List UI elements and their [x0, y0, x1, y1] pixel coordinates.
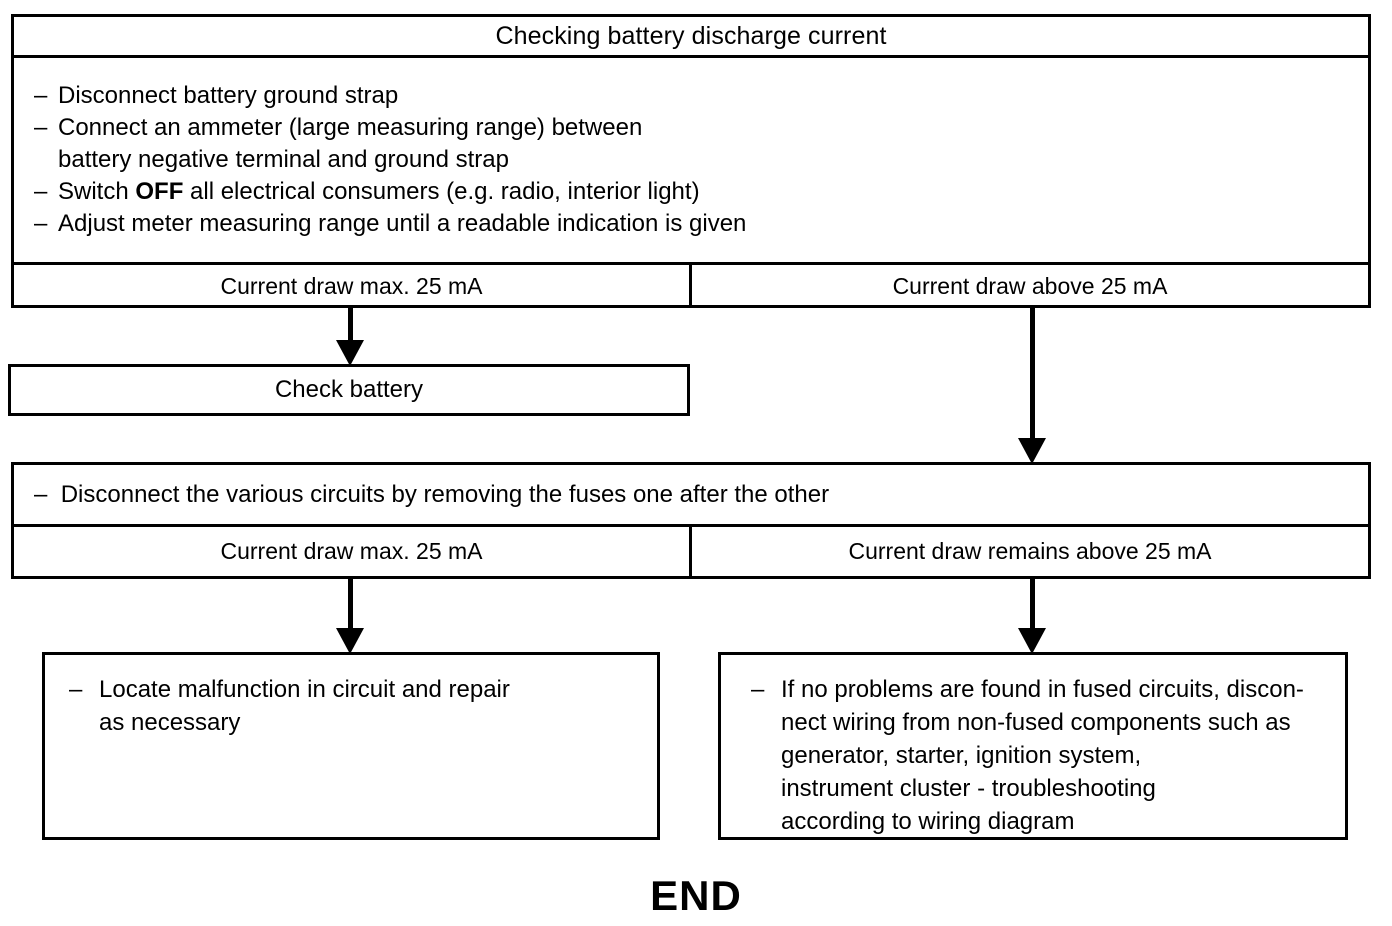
dash-bullet-icon: – — [34, 178, 48, 205]
result-right-box: – If no problems are found in fused circ… — [718, 652, 1348, 840]
diagram-title-row: Checking battery discharge current — [14, 17, 1368, 58]
result-left-body: – Locate malfunction in circuit and repa… — [69, 673, 657, 739]
fuse-instruction-text: – Disconnect the various circuits by rem… — [34, 481, 829, 509]
arrow-head — [336, 628, 364, 654]
check-battery-label: Check battery — [274, 376, 424, 403]
outcome-label: Current draw max. 25 mA — [220, 273, 483, 299]
list-item: – Adjust meter measuring range until a r… — [34, 208, 1368, 240]
instruction-body: Disconnect the various circuits by remov… — [60, 480, 830, 508]
dash-bullet-icon: – — [34, 114, 48, 141]
page-title: Checking battery discharge current — [495, 21, 887, 50]
list-item-continuation: battery negative terminal and ground str… — [34, 144, 1368, 176]
arrow-down-icon-to-fuse-block — [1018, 306, 1046, 464]
outcome-current-draw-max: Current draw max. 25 mA — [14, 265, 692, 308]
step-text: Connect an ammeter (large measuring rang… — [58, 114, 643, 141]
outcome-label: Current draw remains above 25 mA — [848, 538, 1212, 564]
outcome-fuse-current-max: Current draw max. 25 mA — [14, 527, 692, 576]
top-steps-list: – Disconnect battery ground strap – Conn… — [34, 80, 1368, 240]
end-text: END — [650, 872, 742, 919]
arrow-head — [336, 340, 364, 366]
result-line: as necessary — [99, 709, 241, 736]
list-item: – Disconnect battery ground strap — [34, 80, 1368, 112]
dash-bullet-icon: – — [69, 676, 83, 703]
result-line: according to wiring diagram — [781, 808, 1075, 835]
result-line: Locate malfunction in circuit and repair — [99, 676, 510, 703]
top-procedure-block: Checking battery discharge current – Dis… — [11, 14, 1371, 308]
step-text: Adjust meter measuring range until a rea… — [58, 210, 747, 237]
step-text-post: all electrical consumers (e.g. radio, in… — [183, 178, 700, 205]
step-text-pre: Switch — [58, 178, 136, 205]
dash-bullet-icon: – — [34, 210, 48, 237]
dash-bullet-icon: – — [34, 480, 48, 508]
arrow-down-icon-to-check-battery — [336, 306, 364, 366]
top-steps-body: – Disconnect battery ground strap – Conn… — [14, 58, 1368, 265]
arrow-shaft — [347, 577, 353, 630]
check-battery-box: Check battery — [8, 364, 690, 416]
arrow-shaft — [347, 306, 353, 342]
result-right-lines: If no problems are found in fused circui… — [751, 673, 1345, 838]
list-item: – Connect an ammeter (large measuring ra… — [34, 112, 1368, 144]
top-outcome-row: Current draw max. 25 mA Current draw abo… — [14, 265, 1368, 308]
arrow-head — [1018, 438, 1046, 464]
step-text-bold: OFF — [135, 178, 184, 205]
result-line: instrument cluster - troubleshooting — [781, 775, 1156, 802]
fuse-outcome-row: Current draw max. 25 mA Current draw rem… — [14, 527, 1368, 576]
fuse-instruction-row: – Disconnect the various circuits by rem… — [14, 465, 1368, 527]
outcome-label: Current draw max. 25 mA — [220, 538, 483, 564]
result-line: If no problems are found in fused circui… — [781, 676, 1304, 703]
result-left-lines: Locate malfunction in circuit and repair… — [69, 673, 657, 739]
outcome-fuse-current-remains-above: Current draw remains above 25 mA — [692, 527, 1368, 576]
step-text: Disconnect battery ground strap — [58, 82, 399, 109]
result-line: nect wiring from non-fused components su… — [781, 709, 1291, 736]
list-item: – Switch OFF all electrical consumers (e… — [34, 176, 1368, 208]
result-right-body: – If no problems are found in fused circ… — [751, 673, 1345, 838]
result-line: generator, starter, ignition system, — [781, 742, 1142, 769]
outcome-current-draw-above: Current draw above 25 mA — [692, 265, 1368, 308]
arrow-down-icon-to-result-left — [336, 577, 364, 654]
result-left-box: – Locate malfunction in circuit and repa… — [42, 652, 660, 840]
step-text-continuation: battery negative terminal and ground str… — [58, 146, 509, 173]
end-label: END — [0, 872, 1392, 920]
outcome-label: Current draw above 25 mA — [892, 273, 1168, 299]
arrow-down-icon-to-result-right — [1018, 577, 1046, 654]
fuse-procedure-block: – Disconnect the various circuits by rem… — [11, 462, 1371, 579]
arrow-shaft — [1029, 577, 1035, 630]
dash-bullet-icon: – — [751, 676, 765, 703]
dash-bullet-icon: – — [34, 82, 48, 109]
arrow-shaft — [1029, 306, 1035, 440]
arrow-head — [1018, 628, 1046, 654]
